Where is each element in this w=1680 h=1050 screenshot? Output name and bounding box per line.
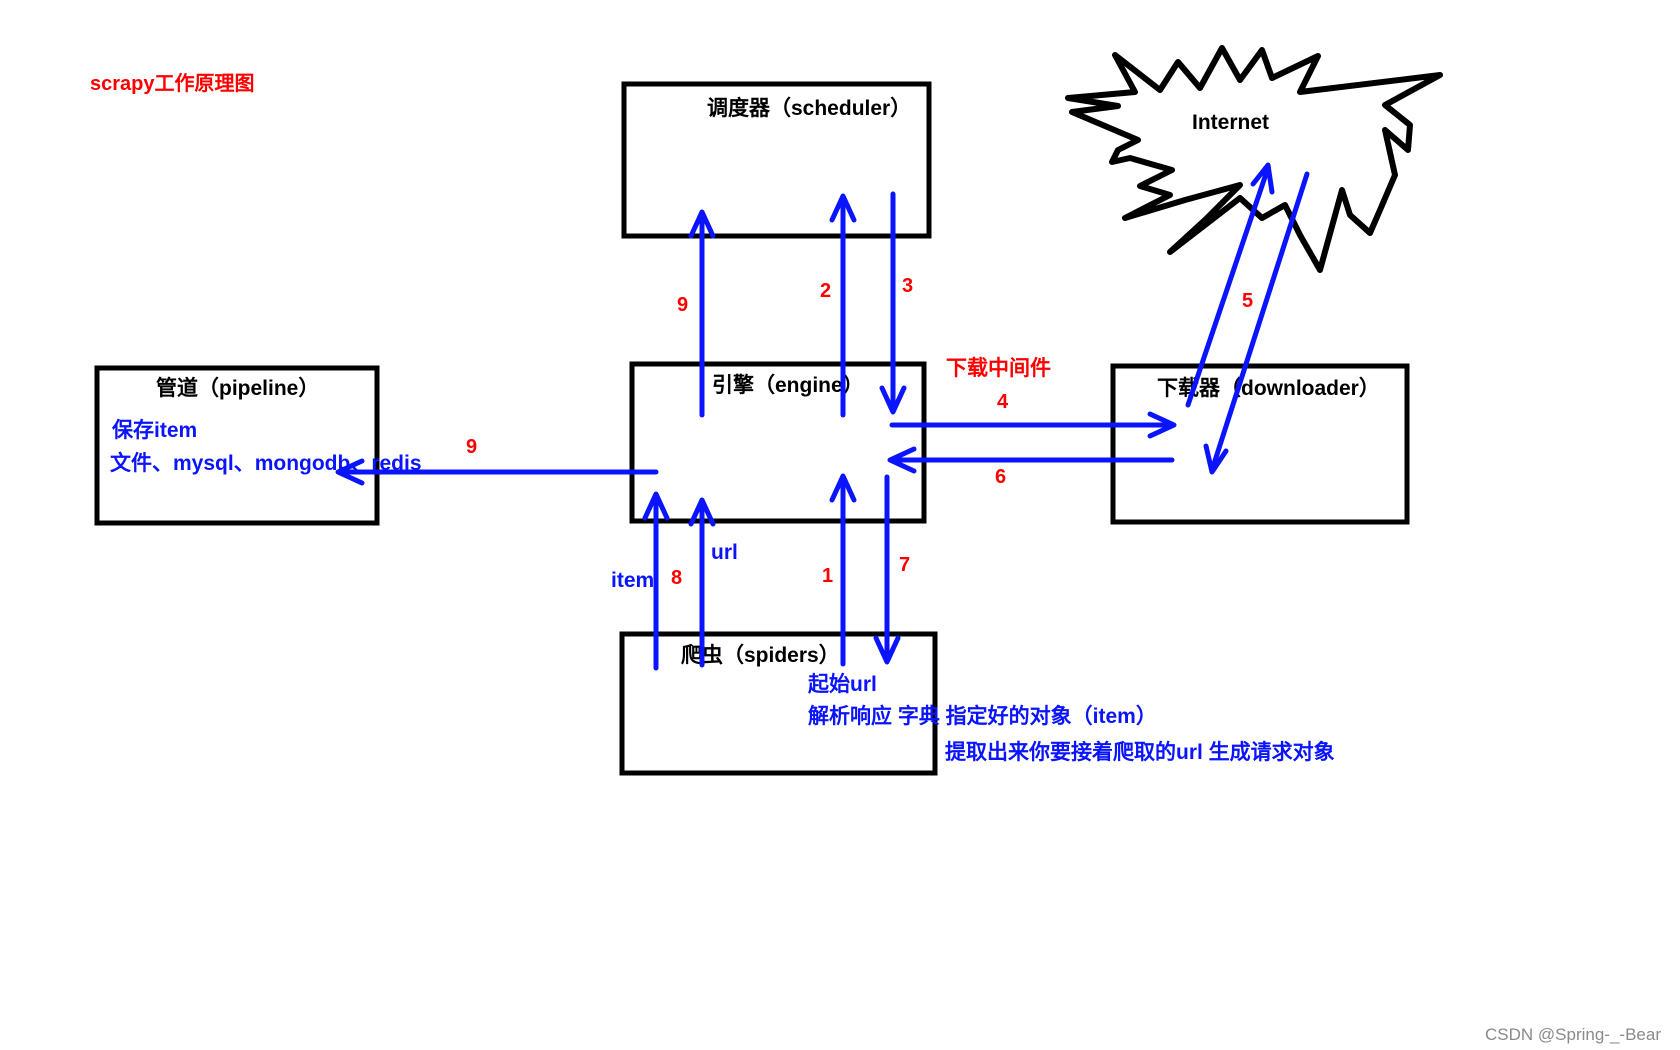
arrow-8-item-head (642, 491, 670, 521)
step-9-pipeline: 9 (466, 436, 477, 458)
step-2: 2 (820, 280, 831, 302)
spiders-note-next-url: 提取出来你要接着爬取的url 生成请求对象 (945, 740, 1335, 764)
scheduler-box (621, 81, 932, 239)
pipeline-box (94, 365, 380, 526)
scheduler-label: 调度器（scheduler） (707, 96, 911, 120)
spiders-label: 爬虫（spiders） (681, 643, 840, 667)
arrow-5-down (1209, 171, 1310, 473)
downloader-box (1110, 363, 1410, 525)
arrow-url-head (688, 497, 716, 527)
step-9-scheduler: 9 (677, 294, 688, 316)
spiders-note-start-url: 起始url (807, 672, 877, 696)
arrow-3-head (879, 385, 907, 415)
edge-label-url: url (711, 541, 738, 564)
spiders-box (619, 631, 938, 776)
arrow-7-head (873, 635, 901, 665)
step-5: 5 (1242, 290, 1253, 312)
arrow-9-scheduler-head (688, 209, 716, 239)
spiders-note-parse: 解析响应 字典 指定好的对象（item） (808, 704, 1157, 728)
step-1: 1 (822, 565, 833, 587)
pipeline-label: 管道（pipeline） (156, 376, 319, 400)
pipeline-note-save: 保存item (111, 418, 197, 442)
arrow-2-head (829, 193, 857, 223)
arrow-4-head (1147, 411, 1177, 439)
arrow-9-pipeline-head (335, 458, 365, 486)
arrows (335, 162, 1310, 671)
diagram-title: scrapy工作原理图 (90, 71, 255, 95)
step-3: 3 (902, 275, 913, 297)
edge-label-item: item (611, 569, 654, 592)
engine-label: 引擎（engine） (712, 373, 864, 397)
arrow-5-up-head (1250, 162, 1275, 195)
arrow-1-head (829, 473, 857, 503)
internet-cloud-icon (1065, 45, 1443, 273)
internet-label: Internet (1192, 111, 1269, 134)
arrow-5-up (1185, 165, 1271, 408)
downloader-middleware-label: 下载中间件 (946, 356, 1051, 380)
step-6: 6 (995, 466, 1006, 488)
step-7: 7 (899, 554, 910, 576)
arrow-6-head (887, 446, 917, 474)
step-8: 8 (671, 567, 682, 589)
engine-box (629, 361, 927, 524)
step-4: 4 (997, 391, 1009, 413)
arrow-5-down-head (1203, 443, 1229, 475)
watermark: CSDN @Spring-_-Bear (1485, 1025, 1661, 1044)
